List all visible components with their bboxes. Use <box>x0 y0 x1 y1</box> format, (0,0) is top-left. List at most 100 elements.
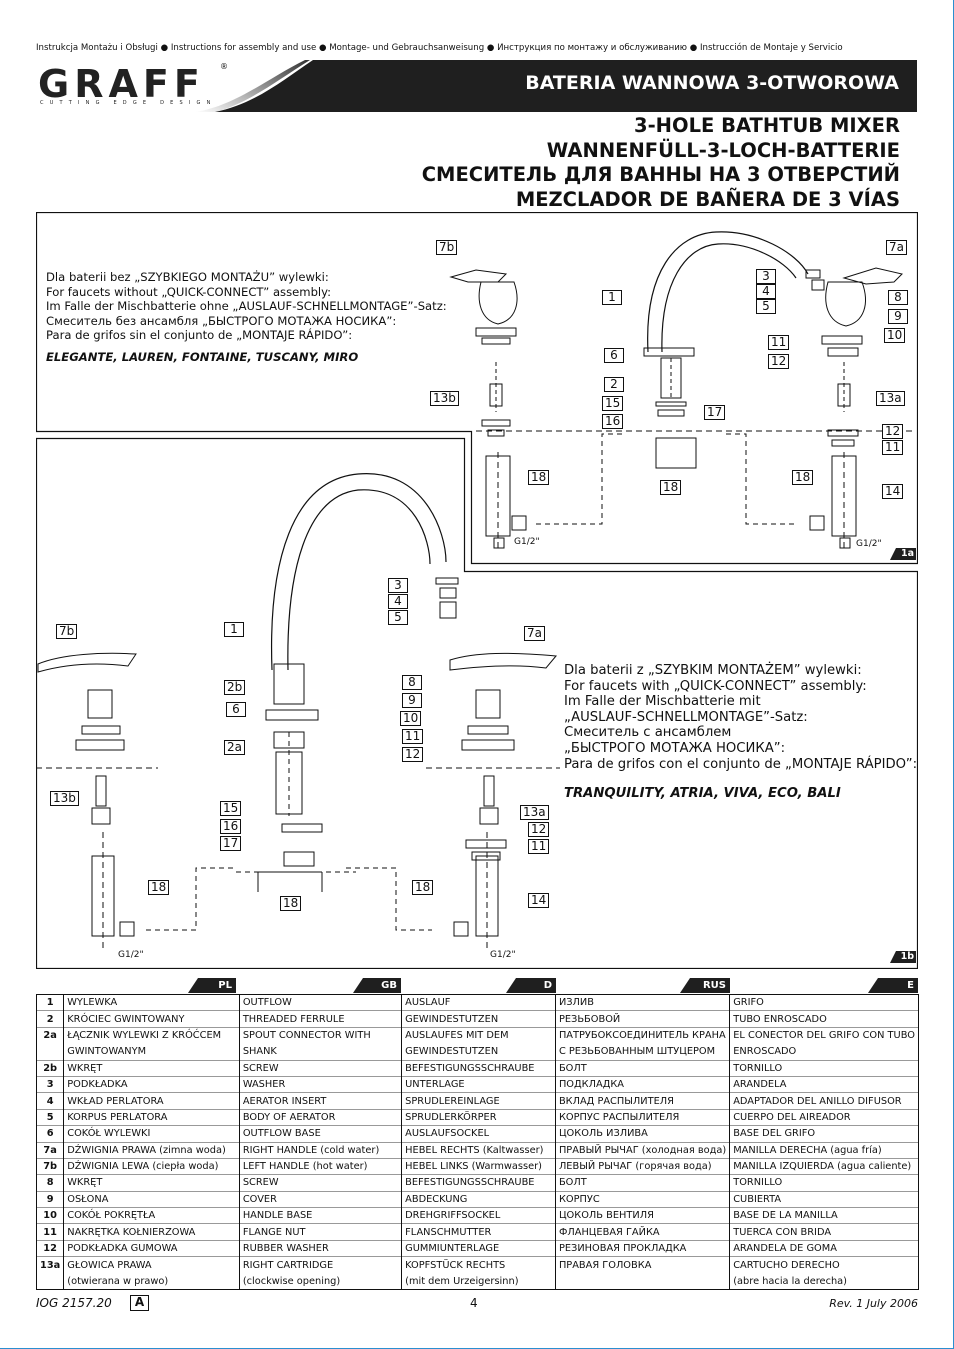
callout: 7a <box>524 626 545 641</box>
note-line: „AUSLAUF-SCHNELLMONTAGE”-Satz: <box>564 709 808 725</box>
thread-label: G1/2" <box>514 537 540 547</box>
callout: 7b <box>56 624 78 639</box>
part-name-pl: WKŁAD PERLATORA <box>63 1092 240 1110</box>
callout: 17 <box>704 405 726 420</box>
part-name-d: BEFESTIGUNGSSCHRAUBE <box>401 1174 556 1192</box>
part-name-e: ARANDELA DE GOMA <box>729 1239 919 1257</box>
callout: 1 <box>224 622 244 637</box>
part-name-e: CUBIERTA <box>729 1190 919 1208</box>
title-de: WANNENFÜLL-3-LOCH-BATTERIE <box>546 138 900 162</box>
callout: 5 <box>388 610 408 625</box>
note-line: Im Falle der Mischbatterie mit <box>564 694 761 710</box>
callout: 13a <box>876 391 905 406</box>
part-name-e: ADAPTADOR DEL ANILLO DIFUSOR <box>729 1092 919 1110</box>
part-name-rus: ЦОКОЛЬ ВЕНТИЛЯ <box>554 1207 731 1224</box>
part-name-gb: THREADED FERRULE <box>238 1010 403 1028</box>
part-name-pl: GŁOWICA PRAWA <box>63 1256 240 1274</box>
callout: 11 <box>768 335 790 350</box>
part-name-gb: (clockwise opening) <box>238 1273 403 1291</box>
callout: 4 <box>756 284 776 299</box>
part-name-d: HEBEL LINKS (Warmwasser) <box>401 1157 556 1175</box>
callout: 8 <box>888 290 908 305</box>
brand-registered-mark: ® <box>220 62 228 71</box>
part-number: 2b <box>35 1059 65 1077</box>
callout: 18 <box>660 480 682 495</box>
part-name-gb: WASHER <box>238 1075 403 1093</box>
lang-gb: GB <box>381 980 397 991</box>
part-name-pl: COKÓŁ POKRĘTŁA <box>63 1207 240 1224</box>
part-name-e: MANILLA DERECHA (agua fría) <box>729 1141 919 1159</box>
part-number: 7a <box>35 1141 65 1159</box>
callout: 16 <box>220 819 242 834</box>
part-name-gb: SPOUT CONNECTOR WITH <box>238 1026 403 1044</box>
callout: 18 <box>280 896 302 911</box>
callout: 2b <box>224 680 246 695</box>
callout: 15 <box>220 801 242 816</box>
language-header-row: PL GB D RUS E <box>36 978 918 993</box>
part-name-rus: ПОДКЛАДКА <box>554 1075 731 1093</box>
part-name-pl: PODKŁADKA GUMOWA <box>63 1239 240 1257</box>
diagram-drawing <box>36 212 918 969</box>
thread-label: G1/2" <box>856 539 882 549</box>
note-line: Im Falle der Mischbatterie ohne „AUSLAUF… <box>46 299 447 313</box>
title-bar-shape <box>195 60 917 112</box>
lang-e: E <box>907 980 914 991</box>
part-name-e: GRIFO <box>729 993 919 1011</box>
part-name-gb: RUBBER WASHER <box>238 1239 403 1257</box>
part-name-rus: КОРПУС <box>554 1190 731 1208</box>
part-name-pl: DŹWIGNIA PRAWA (zimna woda) <box>63 1141 240 1159</box>
part-name-gb: HANDLE BASE <box>238 1207 403 1224</box>
callout: 16 <box>602 414 624 429</box>
callout: 3 <box>756 269 776 284</box>
callout: 11 <box>882 440 904 455</box>
part-name-pl: WKRĘT <box>63 1059 240 1077</box>
callout: 5 <box>756 299 776 314</box>
part-number: 2a <box>35 1026 65 1044</box>
figure-1b-tag: 1b <box>900 951 914 962</box>
title-es: MEZCLADOR DE BAÑERA DE 3 VÍAS <box>515 187 900 211</box>
title-gb: 3-HOLE BATHTUB MIXER <box>634 114 900 137</box>
part-name-rus: ЦОКОЛЬ ИЗЛИВА <box>554 1125 731 1143</box>
part-name-d: (mit dem Urzeigersinn) <box>401 1273 556 1291</box>
callout: 12 <box>768 354 790 369</box>
part-name-e: TORNILLO <box>729 1059 919 1077</box>
part-name-gb: OUTFLOW <box>238 993 403 1011</box>
part-number: 13a <box>35 1256 65 1274</box>
part-name-e: (abre hacia la derecha) <box>729 1273 919 1291</box>
callout: 7a <box>886 240 907 255</box>
part-name-rus: ПРАВЫЙ РЫЧАГ (холодная вода) <box>554 1141 731 1159</box>
title-bar: BATERIA WANNOWA 3-OTWOROWA <box>195 60 917 112</box>
part-name-e: BASE DE LA MANILLA <box>729 1207 919 1224</box>
callout: 8 <box>402 675 422 690</box>
note-line: „БЫСТРОГО МОТАЖА НОСИКА”: <box>564 740 786 756</box>
note-line: Dla baterii z „SZYBKIM MONTAŻEM” wylewki… <box>564 663 862 678</box>
part-name-gb: OUTFLOW BASE <box>238 1125 403 1143</box>
part-name-pl: NAKRĘTKA KOŁNIERZOWA <box>63 1223 240 1241</box>
callout: 18 <box>148 880 170 895</box>
part-name-rus: ВКЛАД РАСПЫЛИТЕЛЯ <box>554 1092 731 1110</box>
brand-tagline: CUTTING EDGE DESIGN <box>40 100 217 106</box>
part-name-pl: COKÓŁ WYLEWKI <box>63 1125 240 1143</box>
note-line: Para de grifos sin el conjunto de „MONTA… <box>46 328 353 342</box>
callout: 2a <box>224 740 245 755</box>
language-tabs-shape <box>188 978 918 993</box>
callout: 18 <box>792 470 814 485</box>
callout: 11 <box>528 839 550 854</box>
callout: 12 <box>882 424 904 439</box>
part-name-pl: ŁĄCZNIK WYLEWKI Z KRÓĆCEM <box>63 1026 240 1044</box>
lang-rus: RUS <box>702 980 726 991</box>
note-line: Para de grifos con el conjunto de „MONTA… <box>564 756 918 772</box>
part-number: 5 <box>35 1108 65 1126</box>
part-number: 3 <box>35 1075 65 1093</box>
part-name-d: AUSLAUFES MIT DEM <box>401 1026 556 1044</box>
